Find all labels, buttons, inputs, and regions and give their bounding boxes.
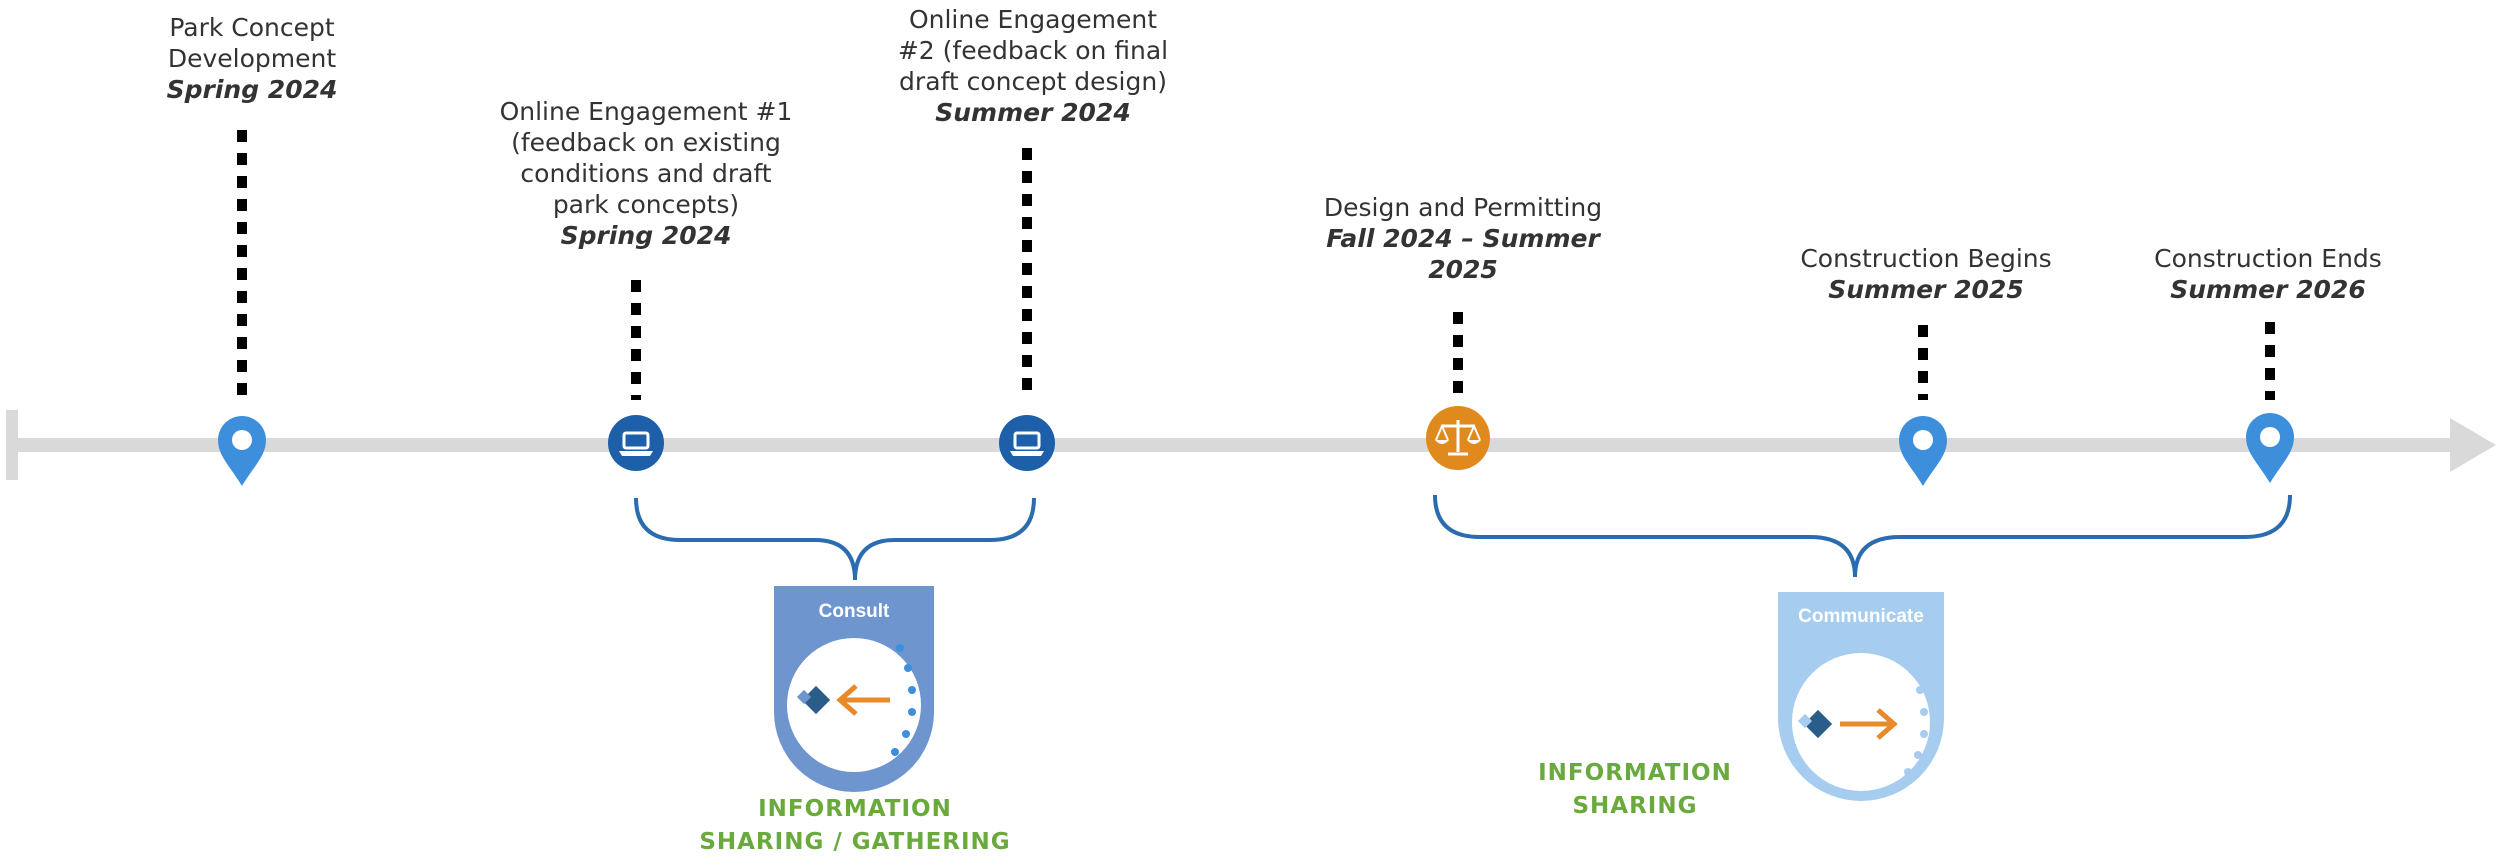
- caption-line: INFORMATION: [758, 796, 952, 822]
- consult-bracket: [634, 497, 1036, 581]
- milestone-text: conditions and draft: [520, 159, 772, 188]
- map-pin-icon: [218, 416, 266, 486]
- consult-badge-title: Consult: [819, 601, 890, 622]
- timeline-bar: [14, 438, 2454, 452]
- milestone-label-park-concept: Park Concept Development Spring 2024: [72, 12, 432, 105]
- communicate-badge-title: Communicate: [1798, 606, 1924, 627]
- caption-line: SHARING: [1572, 793, 1698, 819]
- milestone-label-online-engagement-2: Online Engagement #2 (feedback on final …: [853, 4, 1213, 128]
- timeline-start-cap: [6, 410, 18, 480]
- milestone-label-online-engagement-1: Online Engagement #1 (feedback on existi…: [466, 96, 826, 251]
- milestone-text: Construction Begins: [1800, 244, 2052, 273]
- communicate-bracket: [1433, 494, 2292, 578]
- caption-line: INFORMATION: [1538, 760, 1732, 786]
- milestone-text: Online Engagement: [908, 5, 1158, 34]
- milestone-text: #2 (feedback on final: [897, 36, 1169, 65]
- milestone-text: Construction Ends: [2154, 244, 2382, 273]
- map-pin-icon: [2246, 413, 2294, 483]
- milestone-label-construction-ends: Construction Ends Summer 2026: [2088, 243, 2448, 305]
- communicate-badge: Communicate: [1778, 592, 1944, 801]
- laptop-icon: [999, 415, 1055, 471]
- milestone-date: Summer 2026: [2170, 275, 2366, 304]
- consult-caption: INFORMATION SHARING / GATHERING: [655, 793, 1055, 859]
- milestone-date: Summer 2025: [1828, 275, 2024, 304]
- milestone-date: 2025: [1428, 255, 1498, 284]
- milestone-date: Summer 2024: [935, 98, 1131, 127]
- milestone-text: draft concept design): [899, 67, 1167, 96]
- milestone-date: Spring 2024: [560, 221, 732, 250]
- milestone-date: Spring 2024: [166, 75, 338, 104]
- milestone-text: Design and Permitting: [1323, 193, 1603, 222]
- caption-line: SHARING / GATHERING: [699, 829, 1011, 855]
- milestone-text: park concepts): [552, 190, 740, 219]
- communicate-arrow-icon: [1797, 666, 1928, 776]
- scales-icon: [1426, 406, 1490, 470]
- consult-arrow-icon: [796, 644, 916, 756]
- milestone-date: Fall 2024 – Summer: [1326, 224, 1600, 253]
- laptop-icon: [608, 415, 664, 471]
- map-pin-icon: [1899, 416, 1947, 486]
- milestone-text: Development: [167, 44, 337, 73]
- milestone-text: (feedback on existing: [511, 128, 781, 157]
- milestone-label-design-permitting: Design and Permitting Fall 2024 – Summer…: [1283, 192, 1643, 285]
- consult-badge: Consult: [774, 586, 934, 792]
- milestone-label-construction-begins: Construction Begins Summer 2025: [1746, 243, 2106, 305]
- milestone-text: Online Engagement #1: [499, 97, 793, 126]
- communicate-caption: INFORMATION SHARING: [1435, 757, 1835, 823]
- milestone-text: Park Concept: [169, 13, 335, 42]
- timeline-arrowhead: [2450, 418, 2496, 472]
